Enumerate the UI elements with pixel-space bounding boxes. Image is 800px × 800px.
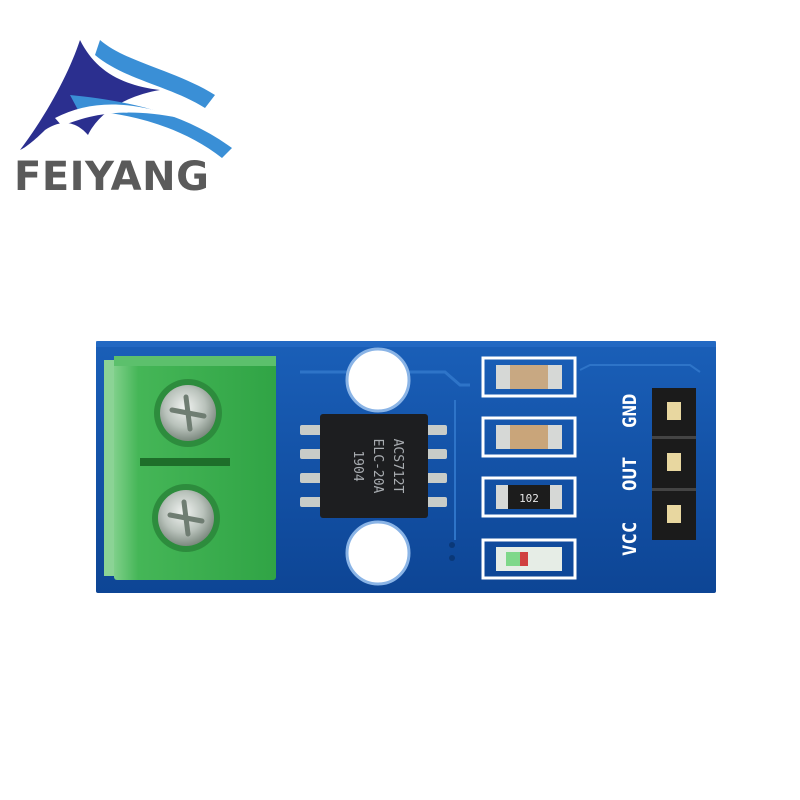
smd-capacitor [481,356,577,398]
mounting-hole [345,520,411,586]
pin-label-vcc: VCC [619,522,641,556]
smd-led [481,538,577,580]
chip-marking-line1: ACS712T [390,439,405,494]
brand-name: FEIYANG [14,154,209,200]
acs712-chip: ACS712T ELC-20A 1904 [300,414,447,518]
logo-dark-wave [20,40,160,150]
chip-marking-line2: ELC-20A [370,439,385,494]
screw-terminal [104,356,276,580]
pin-labels: VCC OUT GND [619,394,641,556]
pin-label-out: OUT [619,457,641,491]
current-sensor-board: ACS712T ELC-20A 1904 102 [96,341,716,593]
feiyang-logo: FEIYANG [14,40,232,200]
smd-resistor: 102 [481,476,577,518]
smd-capacitor [481,416,577,458]
header-pin [667,453,681,471]
header-pin [667,505,681,523]
logo-white-streak [55,104,180,126]
logo-blue-swoosh [95,40,215,108]
header-pin [667,402,681,420]
pin-label-gnd: GND [619,394,641,428]
mounting-hole [345,347,411,413]
header-pins [652,388,696,540]
resistor-marking: 102 [519,492,539,505]
chip-marking-line3: 1904 [350,450,365,481]
pcb-trace [579,364,701,373]
